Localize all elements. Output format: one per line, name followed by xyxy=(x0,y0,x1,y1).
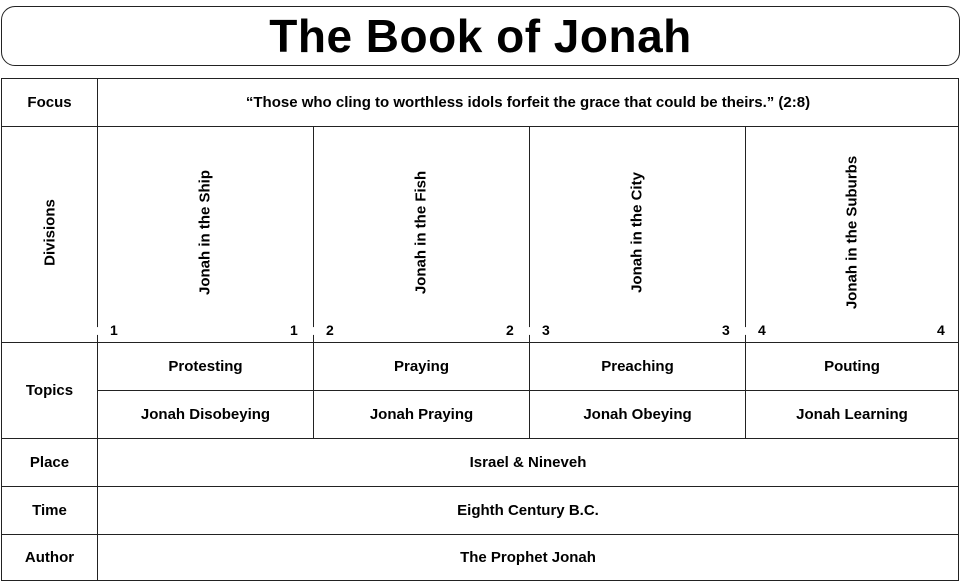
topic-cell: Jonah Praying xyxy=(369,406,474,423)
chapter-end: 4 xyxy=(937,322,945,338)
time-value: Eighth Century B.C. xyxy=(457,502,599,519)
topic-cell: Pouting xyxy=(824,357,880,375)
page-title: The Book of Jonah xyxy=(269,10,692,62)
boundary-notch xyxy=(742,327,750,335)
chapter-end: 3 xyxy=(722,322,730,338)
topic-cell: Jonah Obeying xyxy=(583,406,692,423)
divider xyxy=(313,126,314,438)
topic-cell: Jonah Disobeying xyxy=(140,406,271,423)
divisions-label: Divisions xyxy=(41,199,59,266)
divider xyxy=(97,390,958,391)
division-suburbs: Jonah in the Suburbs xyxy=(843,155,861,310)
author-label: Author xyxy=(24,549,75,566)
division-fish: Jonah in the Fish xyxy=(412,170,430,295)
chapter-start: 4 xyxy=(758,322,766,338)
topics-label: Topics xyxy=(25,381,74,399)
divider xyxy=(2,534,958,535)
divider xyxy=(2,438,958,439)
divider xyxy=(2,126,958,127)
division-city: Jonah in the City xyxy=(628,172,646,293)
topic-cell: Jonah Learning xyxy=(796,406,908,423)
topic-cell: Praying xyxy=(393,357,450,375)
chapter-start: 3 xyxy=(542,322,550,338)
divider xyxy=(529,126,530,438)
survey-chart: Focus “Those who cling to worthless idol… xyxy=(1,78,959,581)
chapter-end: 1 xyxy=(290,322,298,338)
chapter-start: 1 xyxy=(110,322,118,338)
focus-value: “Those who cling to worthless idols forf… xyxy=(245,94,811,111)
topic-cell: Protesting xyxy=(168,357,243,375)
divider xyxy=(2,342,958,343)
focus-label: Focus xyxy=(27,94,72,111)
topic-cell: Preaching xyxy=(601,357,674,375)
title-box: The Book of Jonah xyxy=(1,6,960,66)
division-ship: Jonah in the Ship xyxy=(196,170,214,296)
place-value: Israel & Nineveh xyxy=(469,454,587,471)
place-label: Place xyxy=(29,454,70,471)
chapter-start: 2 xyxy=(326,322,334,338)
boundary-notch xyxy=(526,327,534,335)
time-label: Time xyxy=(32,502,67,519)
boundary-notch xyxy=(310,327,318,335)
chapter-end: 2 xyxy=(506,322,514,338)
divider xyxy=(2,486,958,487)
divider xyxy=(745,126,746,438)
author-value: The Prophet Jonah xyxy=(460,549,596,566)
boundary-notch xyxy=(94,327,102,335)
